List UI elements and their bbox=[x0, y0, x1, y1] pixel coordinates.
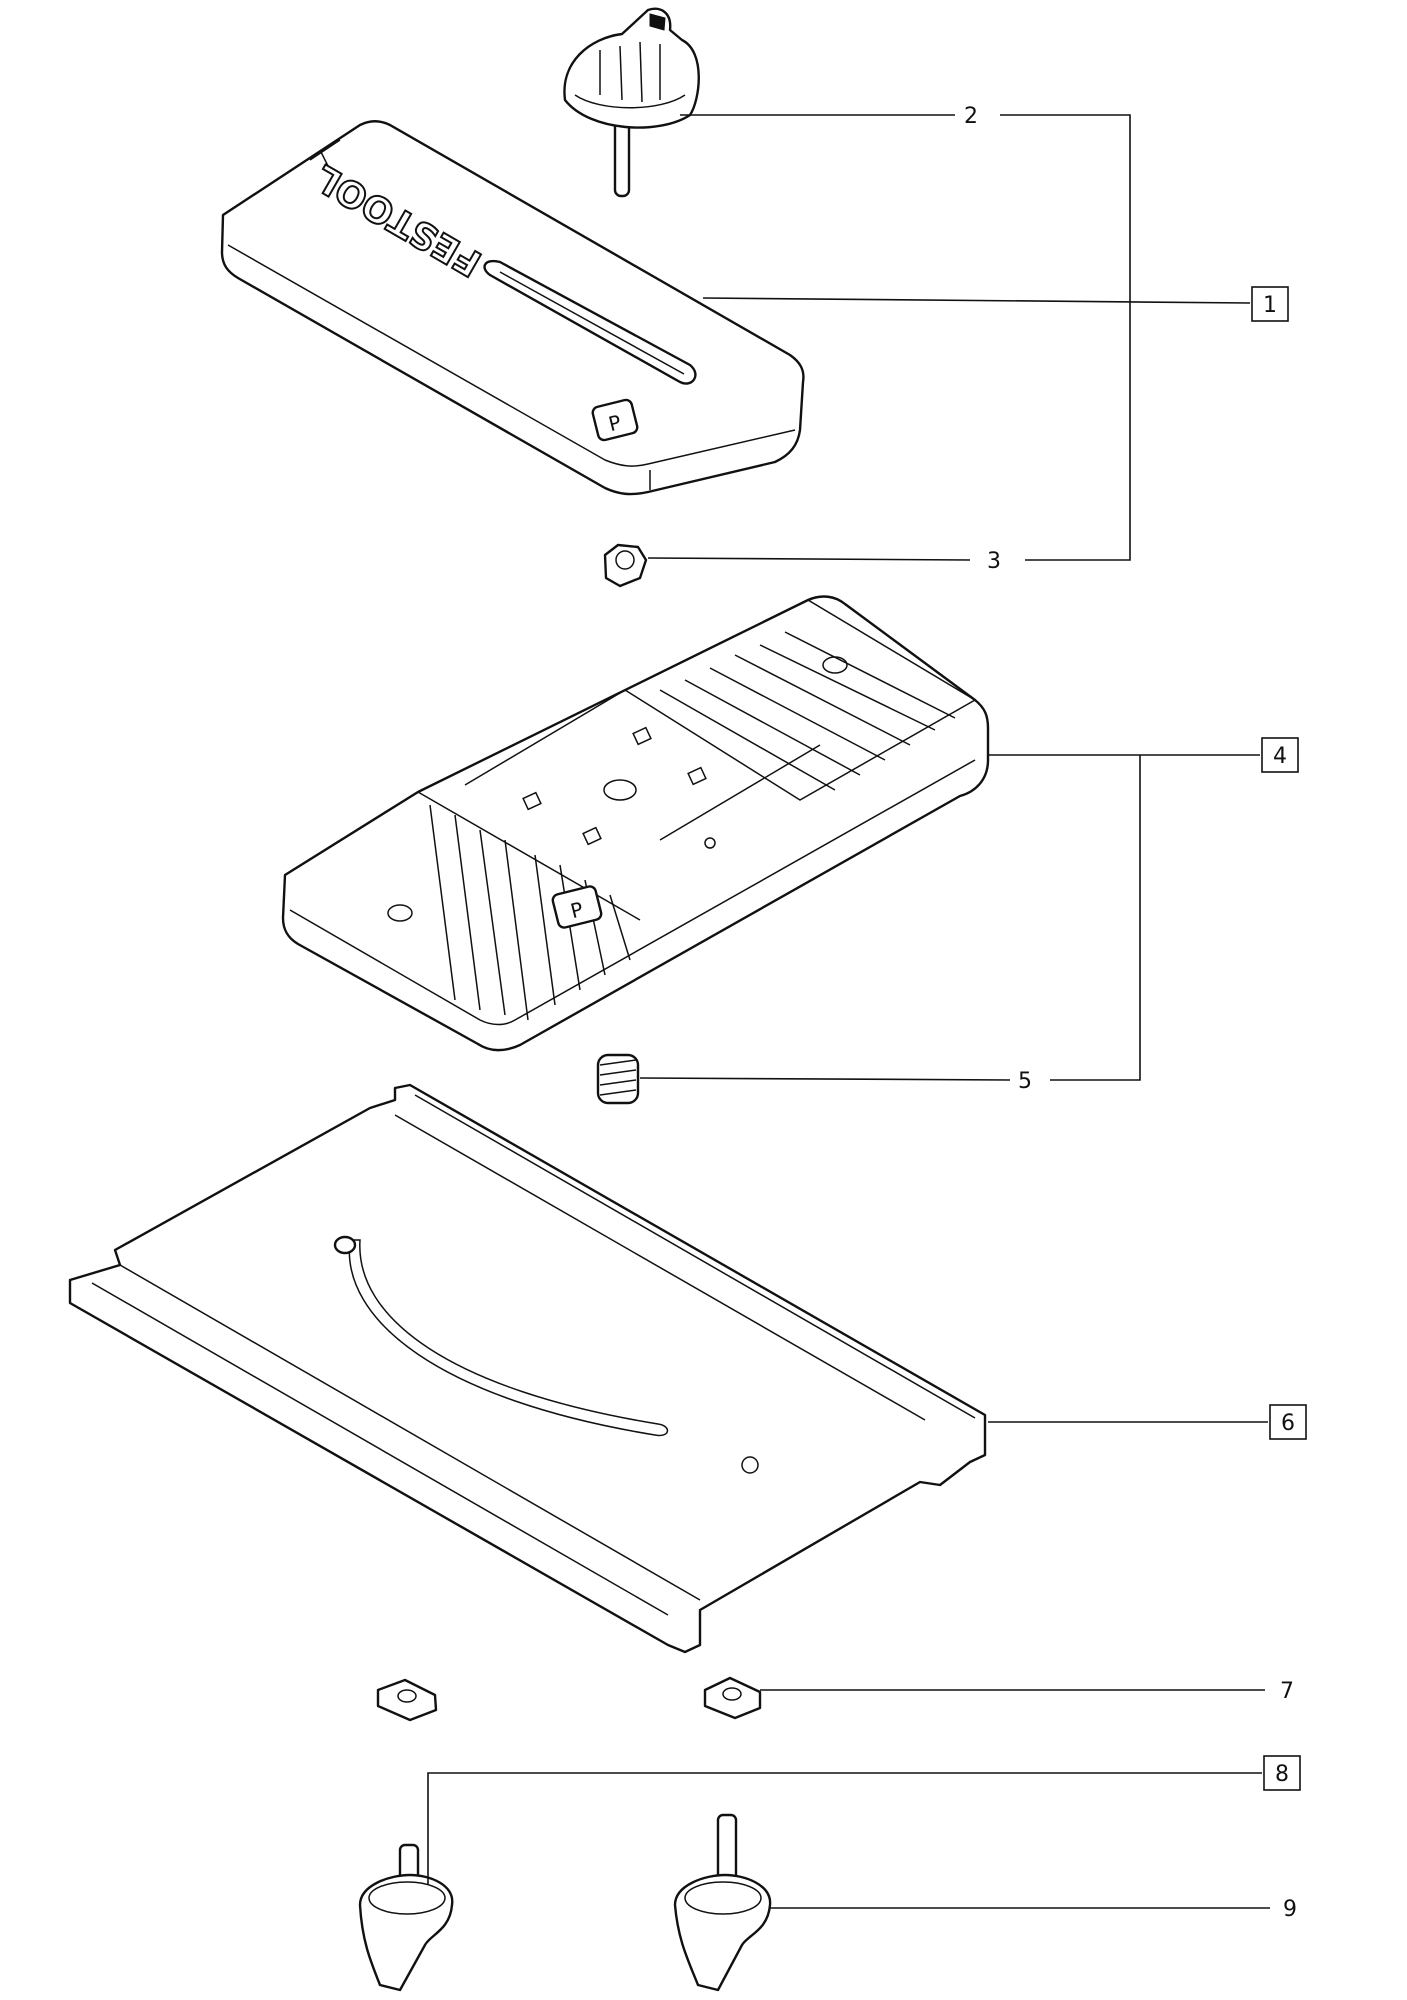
callout-5-label: 5 bbox=[1018, 1069, 1032, 1094]
callout-6-box bbox=[1269, 1404, 1307, 1440]
callout-3-label: 3 bbox=[987, 549, 1001, 574]
callout-7: 7 bbox=[1280, 1679, 1294, 1704]
part-6-rail bbox=[68, 1083, 987, 1654]
svg-text:P: P bbox=[568, 897, 586, 923]
callout-7-label: 7 bbox=[1280, 1679, 1294, 1704]
svg-text:P: P bbox=[606, 410, 624, 436]
part-7-nut-right bbox=[703, 1676, 762, 1720]
callout-4-label: 4 bbox=[1273, 744, 1287, 769]
callout-4: 4 bbox=[1261, 737, 1299, 773]
part-2-knob bbox=[563, 7, 700, 198]
callout-1-label: 1 bbox=[1263, 293, 1277, 318]
callout-6: 6 bbox=[1269, 1404, 1307, 1440]
callout-9-label: 9 bbox=[1283, 1897, 1297, 1922]
callout-2: 2 bbox=[964, 104, 978, 129]
part-5-spring bbox=[596, 1053, 640, 1105]
callout-1-box bbox=[1251, 286, 1289, 322]
callout-1: 1 bbox=[1251, 286, 1289, 322]
part-9-clamp bbox=[673, 1813, 772, 1992]
part-8-clamp bbox=[358, 1843, 454, 1992]
callout-8-box bbox=[1263, 1755, 1301, 1791]
callout-9: 9 bbox=[1283, 1897, 1297, 1922]
callout-5: 5 bbox=[1018, 1069, 1032, 1094]
part-4-base: P bbox=[281, 595, 990, 1052]
part-1-plate: FESTOOL P bbox=[220, 120, 805, 496]
callout-4-box bbox=[1261, 737, 1299, 773]
callout-3: 3 bbox=[987, 549, 1001, 574]
callout-2-label: 2 bbox=[964, 104, 978, 129]
part-7-nut-left bbox=[376, 1678, 438, 1722]
part-3-nut bbox=[603, 543, 648, 588]
callout-6-label: 6 bbox=[1281, 1411, 1295, 1436]
leader-lines bbox=[427, 114, 1270, 1909]
callout-8-label: 8 bbox=[1275, 1762, 1289, 1787]
callout-8: 8 bbox=[1263, 1755, 1301, 1791]
